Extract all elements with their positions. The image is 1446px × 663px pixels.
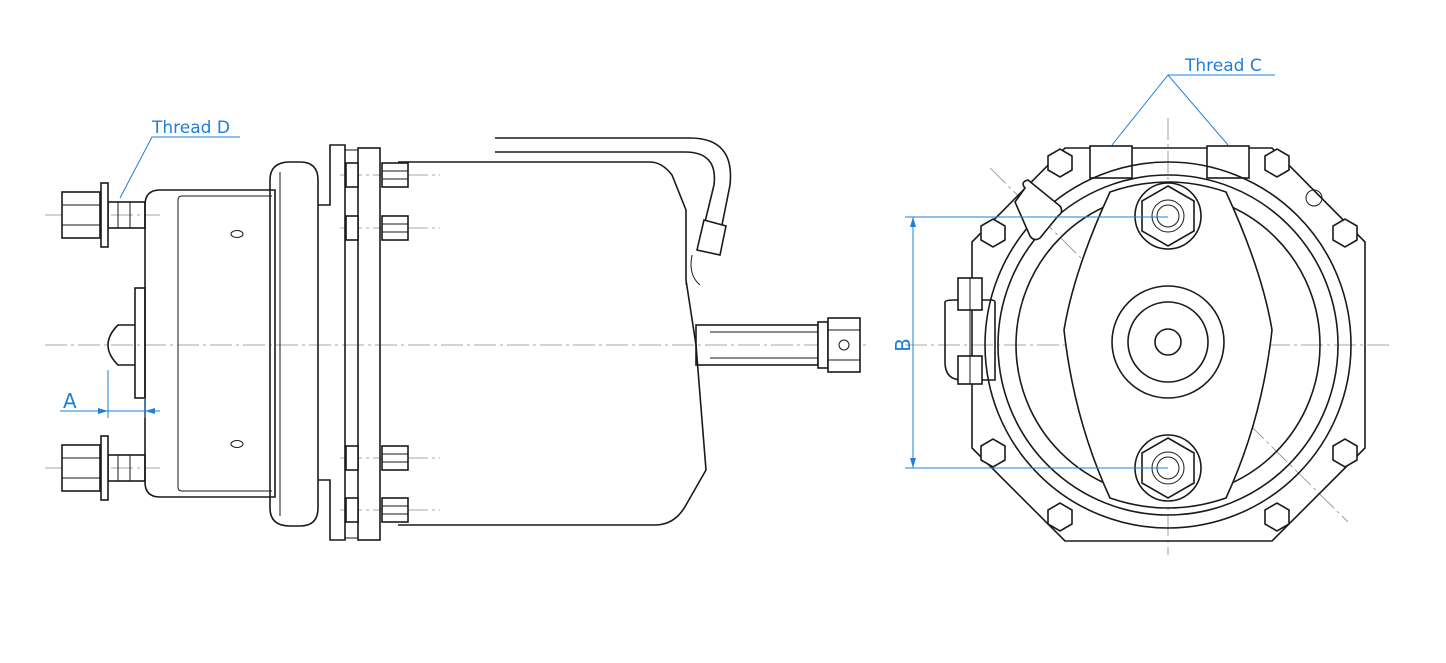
side-view: A Thread D	[45, 118, 870, 541]
flange-bolt-sw	[1047, 502, 1073, 532]
housing-inner-edge	[177, 195, 272, 492]
hub-middle	[1127, 301, 1209, 383]
hub-bore	[1154, 328, 1182, 356]
housing-hole-bottom	[230, 440, 244, 448]
end-plate	[134, 287, 146, 399]
pipe-fitting	[696, 219, 727, 256]
upper-mounting-stud	[61, 182, 146, 248]
flange-bolt-wn	[980, 218, 1006, 248]
clevis-hole	[838, 339, 850, 351]
thread-c-label: Thread C	[1184, 56, 1262, 76]
flange-bolt-ne	[1264, 148, 1290, 178]
release-plug	[107, 324, 135, 366]
spring-housing	[144, 189, 276, 498]
flange-bolt-3	[345, 445, 409, 471]
flange-bolt-se	[1264, 502, 1290, 532]
thread-d-label: Thread D	[151, 118, 230, 138]
dim-a-label: A	[63, 389, 77, 413]
flange-bolt-2	[345, 215, 409, 241]
lower-mounting-stud	[61, 435, 146, 501]
flange-plate	[357, 147, 381, 541]
dim-b-arrow-bottom	[910, 458, 916, 468]
thread-c-boss-left	[1089, 145, 1133, 179]
housing-mid-circle	[997, 174, 1339, 516]
rod-locknut	[817, 321, 829, 369]
thread-c-boss-right	[1206, 145, 1250, 179]
clamp-lug	[944, 299, 996, 381]
air-pipe-outer	[495, 137, 732, 226]
air-pipe-inner	[495, 151, 716, 223]
flange-hole	[1305, 189, 1323, 207]
dim-b-arrow-top	[910, 217, 916, 227]
thread-c-leader	[1111, 74, 1229, 146]
flange-bolt-nw	[1047, 148, 1073, 178]
flange-bolt-1	[345, 162, 409, 188]
flange-bolt-en	[1332, 218, 1358, 248]
flange-bolt-ws	[980, 438, 1006, 468]
pipe-connector	[690, 254, 701, 286]
flange-bolt-es	[1332, 438, 1358, 468]
hub-outer	[1111, 285, 1225, 399]
rod-clevis	[827, 317, 861, 373]
dim-a-arrow-1	[98, 408, 108, 414]
housing-hole-top	[230, 230, 244, 238]
clamp-ring	[269, 161, 319, 527]
front-view: B Thread C	[891, 56, 1392, 555]
flange-bolt-4	[345, 497, 409, 523]
dim-b-label: B	[891, 338, 915, 352]
mounting-plate	[1063, 181, 1273, 509]
flange-left	[318, 144, 346, 541]
pipe-port-lug	[1014, 179, 1063, 241]
thread-d-leader	[119, 136, 240, 199]
top-stud-nut	[1134, 182, 1202, 250]
dim-a-arrow-2	[145, 408, 155, 414]
service-chamber	[398, 161, 707, 526]
housing-outer-circle	[984, 161, 1352, 529]
